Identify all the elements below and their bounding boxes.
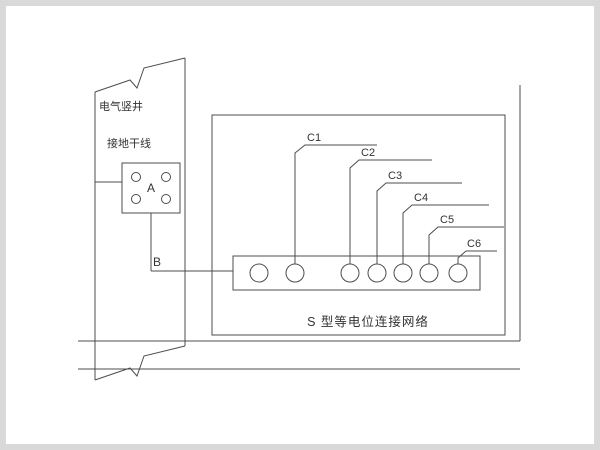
box-a-terminal xyxy=(131,172,141,182)
busbar-terminal xyxy=(340,263,360,283)
network-caption: S 型等电位连接网络 xyxy=(307,314,429,329)
leader-c3 xyxy=(376,182,462,264)
drawing-sheet xyxy=(6,6,594,444)
ground-trunk-label: 接地干线 xyxy=(107,136,151,150)
busbar xyxy=(232,255,481,291)
box-a-terminal xyxy=(161,194,171,204)
shaft-top-break-icon xyxy=(94,57,186,93)
box-a-terminal xyxy=(161,172,171,182)
network-enclosure-box xyxy=(211,114,506,336)
leader-c5 xyxy=(428,226,504,264)
terminal-label-c4: C4 xyxy=(414,192,428,204)
busbar-terminal xyxy=(367,263,387,283)
busbar-terminal xyxy=(249,263,269,283)
leader-c4 xyxy=(402,204,489,264)
busbar-terminal xyxy=(285,263,305,283)
box-a-label: A xyxy=(147,181,155,195)
leader-c1 xyxy=(294,144,377,264)
terminal-label-c6: C6 xyxy=(467,238,481,250)
busbar-terminal xyxy=(419,263,439,283)
busbar-terminal xyxy=(448,263,468,283)
shaft-bottom-break-icon xyxy=(94,345,186,381)
leader-c6 xyxy=(457,250,497,264)
terminal-label-c5: C5 xyxy=(440,214,454,226)
terminal-label-c2: C2 xyxy=(361,147,375,159)
terminal-label-c1: C1 xyxy=(307,132,321,144)
shaft-label: 电气竖井 xyxy=(99,99,143,113)
terminal-label-c3: C3 xyxy=(388,170,402,182)
box-a-terminal xyxy=(131,194,141,204)
busbar-terminal xyxy=(393,263,413,283)
junction-b-label: B xyxy=(153,255,161,269)
leader-c2 xyxy=(349,159,432,264)
